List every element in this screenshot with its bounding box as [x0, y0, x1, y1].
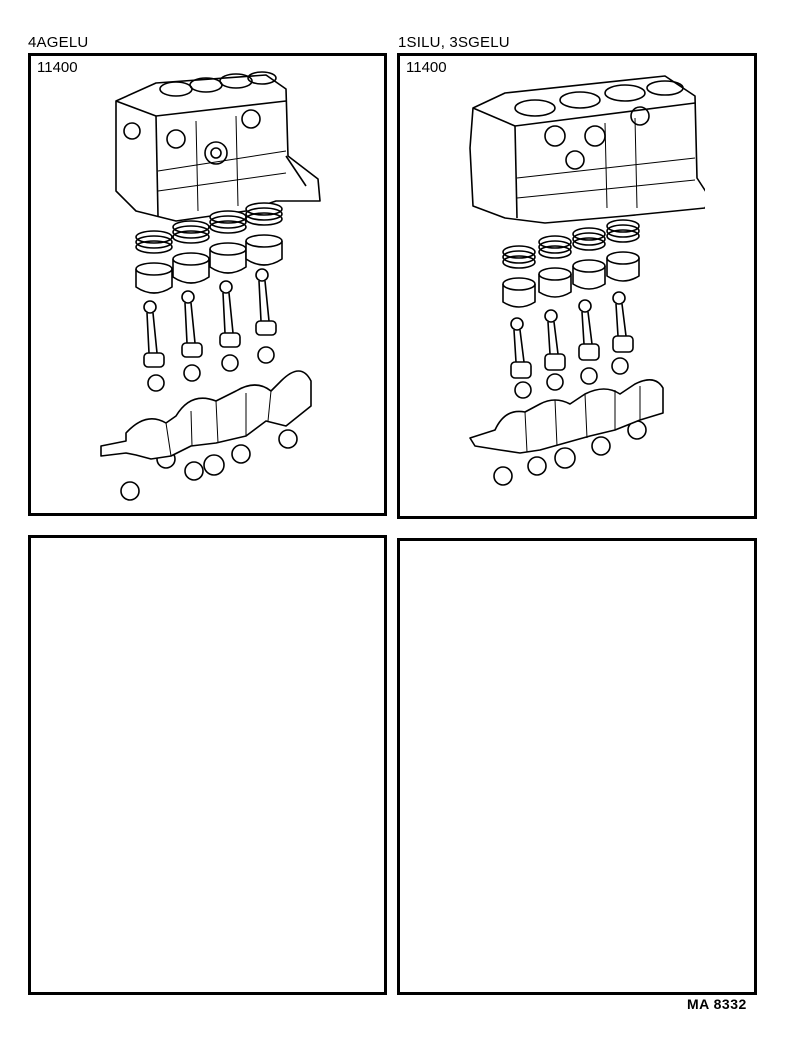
- piston-rings-icon: [502, 219, 640, 269]
- pistons-icon: [135, 234, 283, 294]
- diagram-code: MA 8332: [687, 996, 747, 1012]
- part-number-label[interactable]: 11400: [37, 59, 78, 76]
- connecting-rods-icon: [143, 268, 277, 368]
- cylinder-block-icon: [115, 71, 321, 222]
- connecting-rods-icon: [510, 291, 634, 379]
- pistons-icon: [502, 251, 640, 308]
- short-block-illustration[interactable]: [465, 68, 705, 508]
- panel-caption-4agelu: 4AGELU: [28, 34, 89, 51]
- empty-illustration-frame-left: [28, 535, 387, 995]
- part-number-label[interactable]: 11400: [406, 59, 447, 76]
- bearings-icon: [493, 357, 647, 486]
- piston-rings-icon: [135, 202, 283, 254]
- cylinder-block-icon: [469, 75, 705, 224]
- illustration-frame-4agelu: 11400: [28, 53, 387, 516]
- empty-illustration-frame-right: [397, 538, 757, 995]
- illustration-frame-1silu-3sgelu: 11400: [397, 53, 757, 519]
- bearings-icon: [120, 346, 298, 501]
- crankshaft-icon: [469, 379, 664, 454]
- panel-caption-1silu-3sgelu: 1SILU, 3SGELU: [398, 34, 510, 51]
- crankshaft-icon: [100, 370, 312, 460]
- short-block-illustration[interactable]: [96, 61, 326, 511]
